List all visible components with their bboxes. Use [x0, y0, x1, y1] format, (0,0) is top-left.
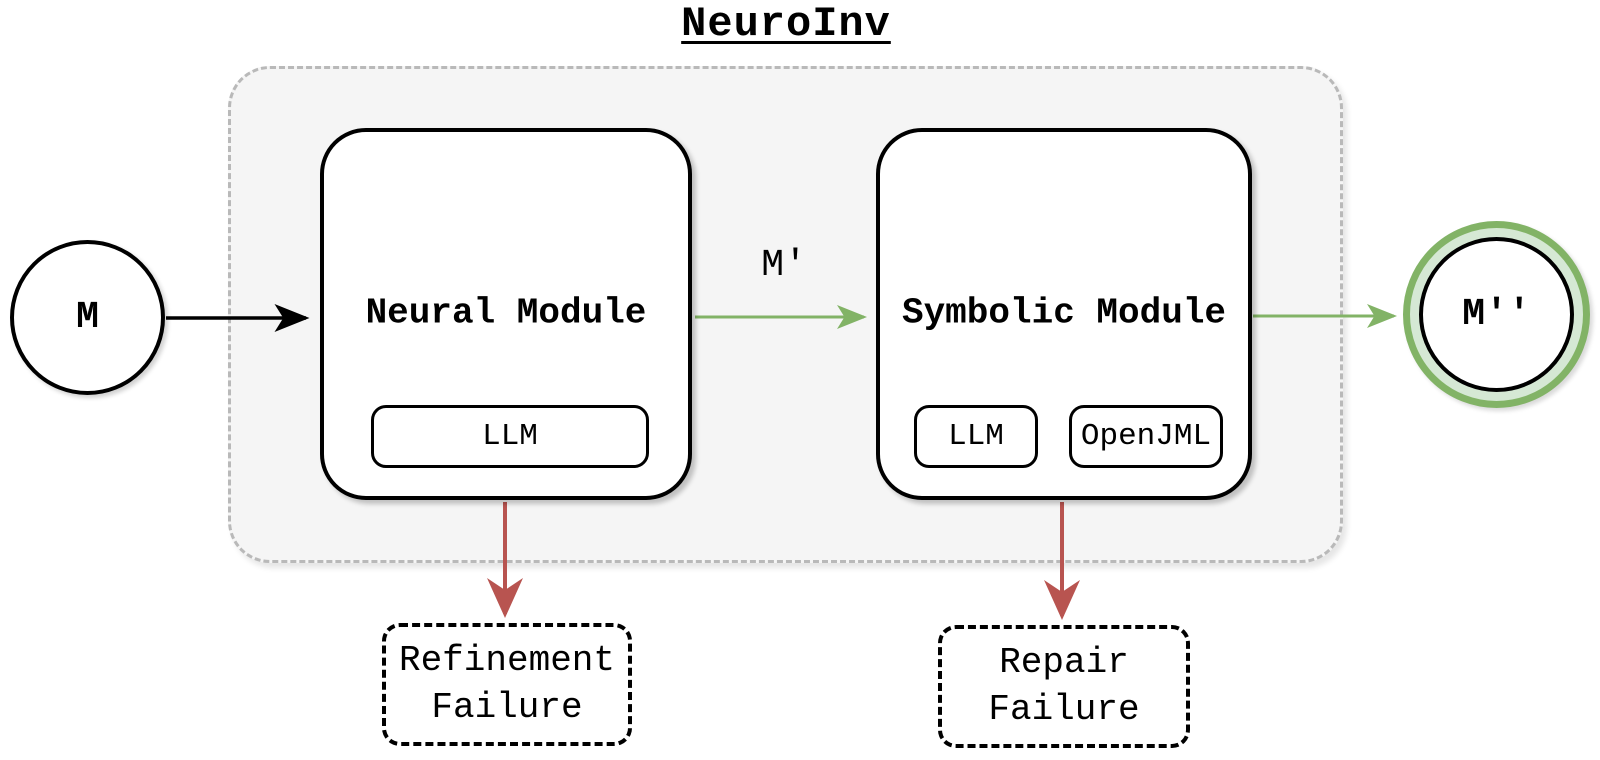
output-state-label: M'' — [1462, 293, 1531, 336]
refinement-failure-node: Refinement Failure — [382, 623, 632, 746]
symbolic-openjml-label: OpenJML — [1080, 419, 1212, 454]
output-state-node: M'' — [1403, 221, 1590, 408]
neural-llm-chip: LLM — [371, 405, 649, 468]
repair-failure-line1: Repair — [999, 641, 1129, 683]
symbolic-llm-chip: LLM — [914, 405, 1038, 468]
edge-label-m-prime: M' — [761, 244, 807, 287]
symbolic-module-label: Symbolic Module — [901, 292, 1227, 334]
input-state-label: M — [76, 296, 99, 339]
symbolic-llm-label: LLM — [948, 419, 1004, 454]
refinement-failure-line1: Refinement — [398, 639, 616, 681]
repair-failure-line2: Failure — [988, 688, 1140, 730]
neural-module-node: Neural Module LLM — [320, 128, 692, 500]
symbolic-module-node: Symbolic Module LLM OpenJML — [876, 128, 1252, 500]
output-state-inner-circle: M'' — [1419, 237, 1574, 392]
symbolic-openjml-chip: OpenJML — [1069, 405, 1223, 468]
neural-llm-label: LLM — [482, 419, 538, 454]
diagram-title: NeuroInv — [681, 0, 891, 48]
neural-module-label: Neural Module — [365, 292, 647, 334]
input-state-node: M — [10, 240, 165, 395]
repair-failure-node: Repair Failure — [938, 625, 1190, 748]
refinement-failure-line2: Failure — [431, 686, 583, 728]
